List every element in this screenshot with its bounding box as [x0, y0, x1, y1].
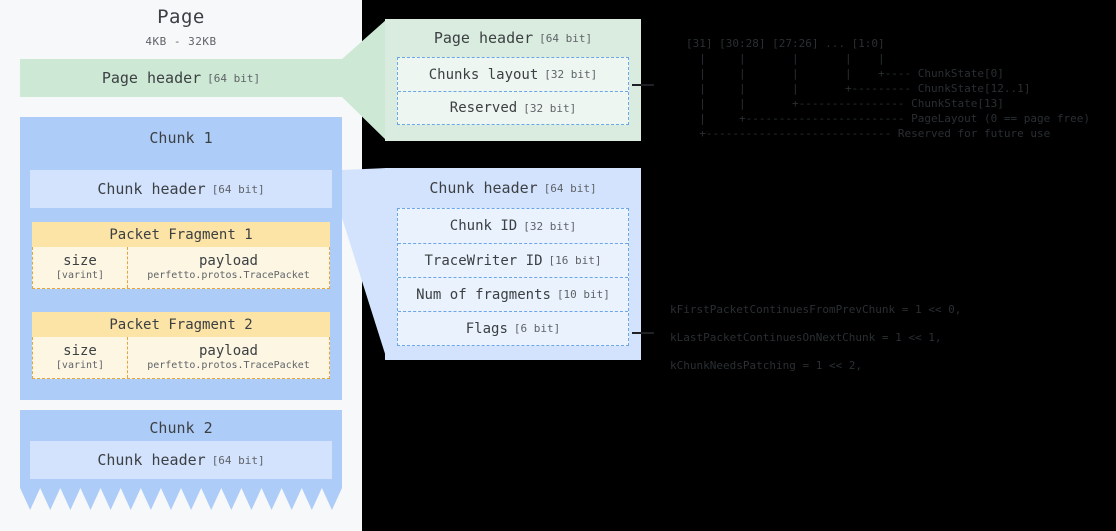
packet-fragment-1-body: size [varint] payload perfetto.protos.Tr…: [32, 247, 330, 289]
chunk-1-title: Chunk 1: [149, 129, 213, 147]
field-tracewriter-id-label: TraceWriter ID: [424, 252, 543, 269]
packet-fragment-2-payload-label: payload: [198, 342, 258, 359]
packet-fragment-2-title: Packet Fragment 2: [32, 312, 330, 337]
field-chunk-id[interactable]: Chunk ID [32 bit]: [398, 209, 628, 243]
field-reserved-label: Reserved: [449, 100, 518, 116]
field-chunks-layout[interactable]: Chunks layout [32 bit]: [398, 58, 628, 91]
page-header-label: Page header: [101, 69, 202, 87]
chunk-2-title: Chunk 2: [149, 419, 213, 437]
packet-fragment-1-size-type: [varint]: [55, 270, 105, 282]
field-flags-bits: [6 bit]: [513, 322, 561, 335]
field-chunks-layout-bits: [32 bit]: [544, 68, 598, 81]
packet-fragment-2-payload-type: perfetto.protos.TracePacket: [147, 360, 310, 372]
page-header-bar[interactable]: Page header [64 bit]: [20, 59, 342, 97]
flag-first-packet-continues: kFirstPacketContinuesFromPrevChunk = 1 <…: [670, 303, 962, 316]
packet-fragment-2-size-type: [varint]: [55, 360, 105, 372]
truncation-zigzag-icon: [20, 488, 342, 531]
flag-chunk-needs-patching: kChunkNeedsPatching = 1 << 2,: [670, 359, 863, 372]
field-chunk-id-label: Chunk ID: [449, 218, 518, 234]
packet-fragment-1-size-cell: size [varint]: [33, 247, 128, 288]
packet-fragment-1-title: Packet Fragment 1: [32, 222, 330, 247]
chunk-header-callout-title: Chunk header [64 bit]: [385, 168, 641, 208]
field-flags-label: Flags: [465, 320, 508, 337]
field-tracewriter-id-bits: [16 bit]: [548, 254, 602, 267]
packet-fragment-2-payload-cell: payload perfetto.protos.TracePacket: [128, 337, 329, 378]
chunk-1-header-label: Chunk header: [97, 180, 206, 198]
packet-fragment-2-body: size [varint] payload perfetto.protos.Tr…: [32, 337, 330, 379]
packet-fragment-2-size-cell: size [varint]: [33, 337, 128, 378]
chunk-2-header-label: Chunk header: [97, 451, 206, 469]
field-tracewriter-id[interactable]: TraceWriter ID [16 bit]: [398, 243, 628, 277]
packet-fragment-1[interactable]: Packet Fragment 1 size [varint] payload …: [32, 222, 330, 289]
field-num-fragments-label: Num of fragments: [416, 286, 551, 303]
packet-fragment-1-payload-type: perfetto.protos.TracePacket: [147, 270, 310, 282]
page-panel: Page 4KB - 32KB Page header [64 bit] Chu…: [0, 0, 362, 531]
field-flags[interactable]: Flags [6 bit]: [398, 311, 628, 345]
packet-fragment-1-payload-label: payload: [198, 252, 258, 269]
packet-fragment-1-size-label: size: [63, 252, 97, 269]
page-header-field-list: Chunks layout [32 bit] Reserved [32 bit]: [397, 57, 629, 125]
page-header-callout-label: Page header: [433, 29, 534, 47]
page-title: Page: [157, 6, 205, 28]
chunk-header-callout-bits: [64 bit]: [543, 181, 597, 195]
flags-connector: [632, 332, 654, 334]
chunk-header-funnel: [342, 168, 387, 360]
page-size-label: 4KB - 32KB: [145, 35, 217, 48]
page-header-callout-bits: [64 bit]: [539, 31, 593, 45]
ascii-detail-zone: [31] [30:28] [27:26] ... [1:0] | | | | |…: [662, 0, 1116, 531]
field-reserved[interactable]: Reserved [32 bit]: [398, 91, 628, 124]
page-header-funnel: [342, 19, 387, 141]
chunk-header-callout-label: Chunk header: [429, 179, 538, 197]
field-chunks-layout-label: Chunks layout: [428, 66, 539, 83]
chunk-1-header-bar[interactable]: Chunk header [64 bit]: [30, 170, 332, 208]
packet-fragment-2-size-label: size: [63, 342, 97, 359]
field-num-fragments-bits: [10 bit]: [556, 288, 610, 301]
flag-last-packet-continues: kLastPacketContinuesOnNextChunk = 1 << 1…: [670, 331, 942, 344]
chunk-2-header-bits: [64 bit]: [211, 453, 265, 467]
chunks-layout-connector: [632, 84, 654, 86]
chunk-header-field-list: Chunk ID [32 bit] TraceWriter ID [16 bit…: [397, 208, 629, 346]
field-num-fragments[interactable]: Num of fragments [10 bit]: [398, 277, 628, 311]
flags-definition-list: kFirstPacketContinuesFromPrevChunk = 1 <…: [670, 296, 961, 380]
chunk-2-header-bar[interactable]: Chunk header [64 bit]: [30, 441, 332, 479]
page-header-callout-title: Page header [64 bit]: [385, 19, 641, 57]
packet-fragment-1-payload-cell: payload perfetto.protos.TracePacket: [128, 247, 329, 288]
page-header-bits: [64 bit]: [207, 71, 261, 85]
chunks-layout-bitfield-ascii: [31] [30:28] [27:26] ... [1:0] | | | | |…: [686, 37, 1090, 140]
page-header-callout: Page header [64 bit] Chunks layout [32 b…: [385, 19, 641, 141]
chunk-1-header-bits: [64 bit]: [211, 182, 265, 196]
field-chunk-id-bits: [32 bit]: [523, 219, 577, 233]
chunk-header-callout: Chunk header [64 bit] Chunk ID [32 bit] …: [385, 168, 641, 360]
field-reserved-bits: [32 bit]: [523, 101, 577, 115]
packet-fragment-2[interactable]: Packet Fragment 2 size [varint] payload …: [32, 312, 330, 379]
